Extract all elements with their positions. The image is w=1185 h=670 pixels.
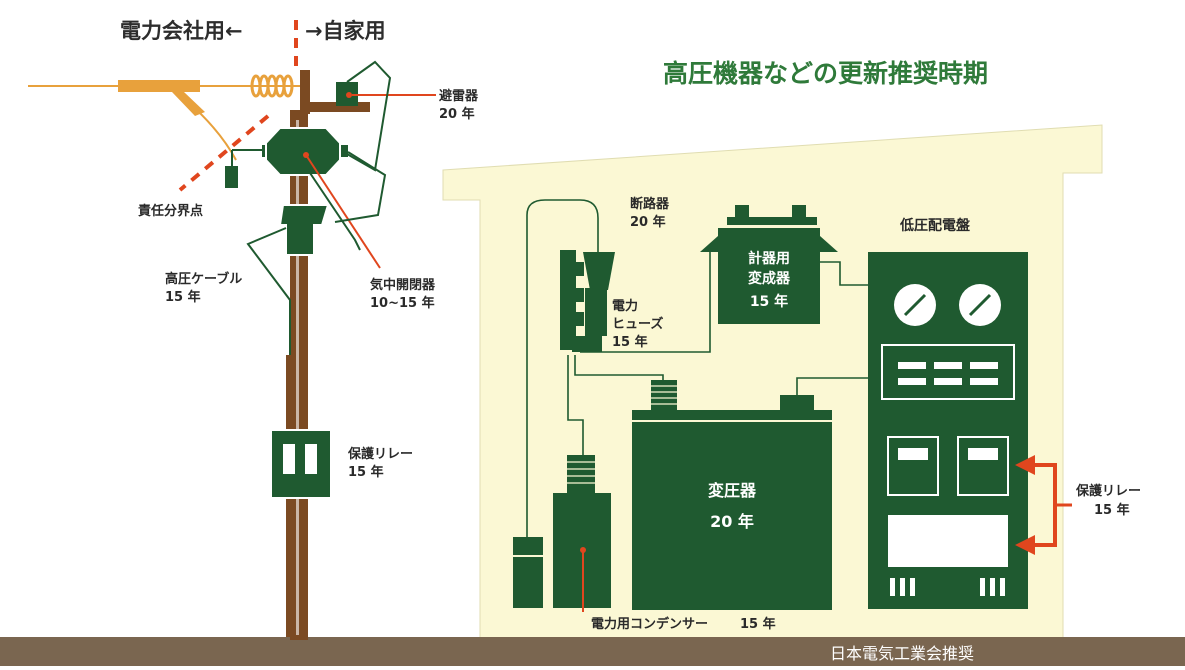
pole-protection-relay — [270, 429, 332, 499]
panel-relay-name: 保護リレー — [1075, 483, 1141, 499]
air-switch — [265, 127, 341, 176]
transformer-name: 変圧器 — [708, 481, 757, 500]
insulator-coils — [250, 74, 294, 98]
breaker-years: 20 年 — [630, 214, 666, 230]
panel-relay-right — [957, 436, 1009, 496]
breaker-name: 断路器 — [630, 196, 670, 212]
panel-relay-years: 15 年 — [1094, 502, 1130, 518]
lightning-arrester-years: 20 年 — [439, 106, 475, 122]
lightning-arrester-name: 避雷器 — [439, 88, 479, 104]
air-switch-leader — [305, 154, 381, 269]
lv-distribution-panel — [868, 252, 1028, 609]
instrument-transformer-line2: 変成器 — [748, 270, 791, 287]
panel-relay-left — [887, 436, 939, 496]
responsibility-point-label: 責任分界点 — [138, 203, 203, 219]
instrument-transformer-line1: 計器用 — [748, 250, 790, 267]
transformer — [632, 380, 832, 610]
breaker-assembly — [560, 250, 615, 352]
capacitor-years: 15 年 — [740, 616, 776, 632]
transformer-years: 20 年 — [710, 512, 754, 531]
air-switch-name: 気中開閉器 — [370, 277, 436, 293]
power-fuse-line1: 電力 — [612, 298, 638, 314]
power-fuse-line2: ヒューズ — [612, 316, 663, 332]
power-fuse-years: 15 年 — [612, 334, 648, 350]
utility-side-label: 電力会社用← — [120, 19, 243, 43]
arrester-wire — [339, 60, 392, 172]
pole-top — [300, 70, 310, 114]
cable-head — [278, 204, 330, 256]
customer-side-label: →自家用 — [305, 19, 386, 43]
hv-cable-name: 高圧ケーブル — [165, 271, 242, 287]
boundary-device — [225, 166, 238, 188]
pole-highlight — [296, 120, 299, 635]
instrument-transformer-years: 15 年 — [750, 293, 788, 310]
panel-relay-arrows — [1015, 455, 1072, 555]
instrument-transformer — [700, 205, 838, 324]
ground — [0, 637, 1185, 666]
air-switch-years: 10~15 年 — [370, 295, 435, 311]
pole-relay-years: 15 年 — [348, 464, 384, 480]
capacitor-name: 電力用コンデンサー — [591, 616, 708, 632]
boundary-diagonal — [178, 114, 270, 192]
crossarm — [300, 102, 370, 112]
hv-cable-years: 15 年 — [165, 289, 201, 305]
strain-insulator — [118, 80, 200, 92]
power-fuse — [585, 288, 607, 336]
page-title: 高圧機器などの更新推奨時期 — [663, 59, 988, 88]
lv-panel-label: 低圧配電盤 — [899, 217, 971, 234]
hv-cable — [246, 227, 291, 355]
pole-relay-name: 保護リレー — [347, 446, 413, 462]
footer-recommend: 日本電気工業会推奨 — [830, 644, 974, 663]
arrester-marker — [346, 92, 352, 98]
